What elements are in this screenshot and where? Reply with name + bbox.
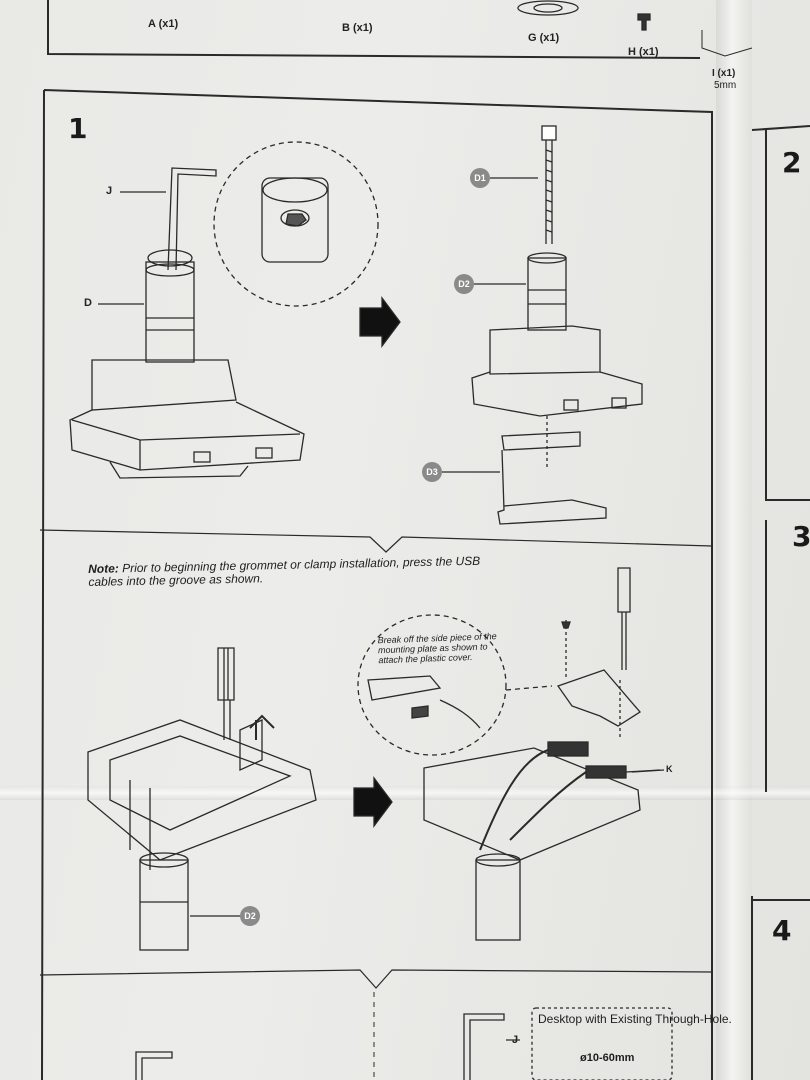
part-h-label: H (x1) xyxy=(628,46,659,58)
step-number-4: 4 xyxy=(772,914,792,947)
vertical-fold xyxy=(716,0,752,1080)
part-i-label: I (x1) xyxy=(712,68,736,79)
label-j: J xyxy=(106,185,113,197)
parts-panel-border xyxy=(47,0,701,59)
part-a-label: A (x1) xyxy=(148,18,179,30)
label-k: K xyxy=(666,764,673,774)
desktop-hole-text: Desktop with Existing Through-Hole. xyxy=(538,1012,732,1026)
step-number-2: 2 xyxy=(782,146,802,179)
label-d: D xyxy=(84,297,92,309)
zoom-detail-circle xyxy=(213,141,379,307)
hole-diameter: ø10-60mm xyxy=(580,1052,635,1064)
hex-key-j xyxy=(167,167,217,271)
label-j-bottom: J xyxy=(512,1034,519,1046)
step-number-1: 1 xyxy=(68,112,88,145)
part-b-label: B (x1) xyxy=(342,22,373,34)
horizontal-fold xyxy=(0,786,810,800)
badge-d3: D3 xyxy=(422,462,442,482)
clamp-d3 xyxy=(497,431,607,525)
badge-d2: D2 xyxy=(454,274,474,294)
badge-d1: D1 xyxy=(470,168,490,188)
base-d xyxy=(91,359,237,411)
step1-panel-border xyxy=(41,89,713,1080)
part-g-label: G (x1) xyxy=(528,32,560,44)
badge-d2-lower: D2 xyxy=(240,906,260,926)
break-off-callout: Break off the side piece of the mounting… xyxy=(377,631,497,666)
step-number-3: 3 xyxy=(792,520,810,553)
part-i-size: 5mm xyxy=(714,80,737,91)
